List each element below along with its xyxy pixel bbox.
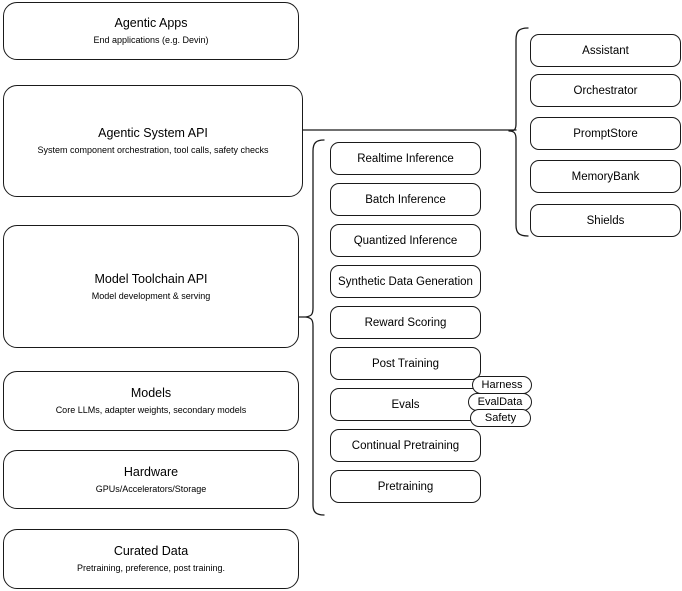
system-node-assistant[interactable]: Assistant (530, 34, 681, 67)
layer-box-agentic-apps[interactable]: Agentic Apps End applications (e.g. Devi… (3, 2, 299, 60)
toolchain-node-reward-scoring[interactable]: Reward Scoring (330, 306, 481, 339)
toolchain-node-quantized-inference[interactable]: Quantized Inference (330, 224, 481, 257)
toolchain-node-evals[interactable]: Evals (330, 388, 481, 421)
layer-subtitle: End applications (e.g. Devin) (93, 35, 209, 45)
toolchain-node-continual-pretraining[interactable]: Continual Pretraining (330, 429, 481, 462)
toolchain-node-batch-inference[interactable]: Batch Inference (330, 183, 481, 216)
layer-box-curated-data[interactable]: Curated Data Pretraining, preference, po… (3, 529, 299, 589)
system-node-orchestrator[interactable]: Orchestrator (530, 74, 681, 107)
layer-box-agentic-system-api[interactable]: Agentic System API System component orch… (3, 85, 303, 197)
eval-chip-harness[interactable]: Harness (472, 376, 532, 394)
layer-title: Agentic System API (98, 126, 208, 140)
layer-title: Curated Data (113, 544, 189, 558)
system-node-memorybank[interactable]: MemoryBank (530, 160, 681, 193)
eval-chip-safety[interactable]: Safety (470, 409, 531, 427)
layer-subtitle: Model development & serving (91, 290, 211, 301)
layer-subtitle: GPUs/Accelerators/Storage (95, 483, 207, 494)
system-node-promptstore[interactable]: PromptStore (530, 117, 681, 150)
layer-subtitle: Core LLMs, adapter weights, secondary mo… (55, 405, 247, 415)
layer-title: Hardware (123, 464, 179, 479)
layer-box-hardware[interactable]: Hardware GPUs/Accelerators/Storage (3, 450, 299, 509)
toolchain-node-pretraining[interactable]: Pretraining (330, 470, 481, 503)
system-components-brace (508, 27, 529, 237)
layer-title: Models (130, 386, 172, 400)
toolchain-node-post-training[interactable]: Post Training (330, 347, 481, 380)
layer-subtitle: System component orchestration, tool cal… (37, 145, 269, 155)
system-node-shields[interactable]: Shields (530, 204, 681, 237)
layer-title: Agentic Apps (114, 16, 188, 30)
layer-title: Model Toolchain API (94, 271, 208, 286)
toolchain-node-realtime-inference[interactable]: Realtime Inference (330, 142, 481, 175)
toolchain-components-brace (305, 139, 325, 516)
layer-subtitle: Pretraining, preference, post training. (76, 563, 226, 573)
layer-box-models[interactable]: Models Core LLMs, adapter weights, secon… (3, 371, 299, 431)
layer-box-model-toolchain-api[interactable]: Model Toolchain API Model development & … (3, 225, 299, 348)
toolchain-node-synthetic-data-generation[interactable]: Synthetic Data Generation (330, 265, 481, 298)
